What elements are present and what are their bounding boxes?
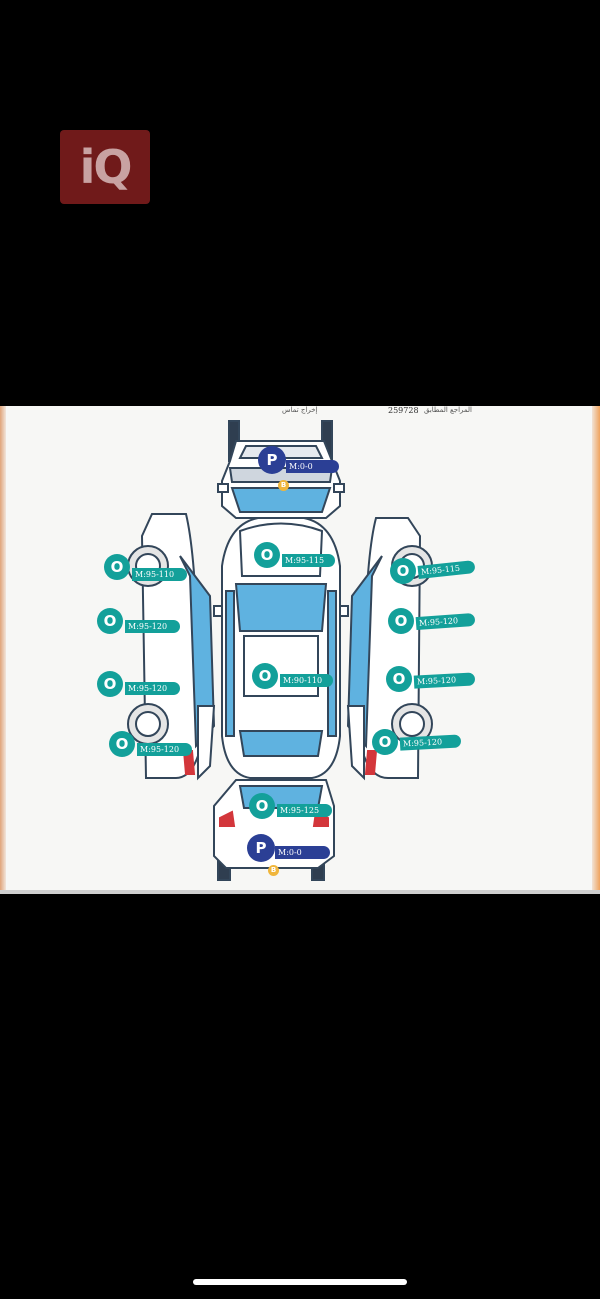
original-marker-left-fender-label: M:95-110: [132, 568, 187, 581]
paint-marker-front-label: M:0-0: [286, 460, 339, 473]
original-marker-left-quarter: O: [109, 731, 135, 757]
original-marker-left-front-door: O: [97, 608, 123, 634]
photo-edge-bottom: [0, 890, 600, 894]
car-left-side-view: [127, 513, 216, 781]
original-marker-left-rear-door: O: [97, 671, 123, 697]
original-marker-left-front-door-label: M:95-120: [125, 620, 180, 633]
home-indicator[interactable]: [193, 1279, 407, 1285]
photo-edge-right: [592, 406, 600, 894]
original-marker-left-quarter-label: M:95-120: [137, 743, 192, 756]
paint-marker-front: P: [258, 446, 286, 474]
original-marker-roof-label: M:90-110: [280, 674, 333, 687]
paint-marker-rear: P: [247, 834, 275, 862]
badge-front: B: [278, 480, 289, 491]
original-marker-left-rear-door-label: M:95-120: [125, 682, 180, 695]
sheet-number: 259728: [388, 406, 419, 415]
original-marker-trunk: O: [249, 793, 275, 819]
badge-rear: B: [268, 865, 279, 876]
original-marker-hood-label: M:95-115: [282, 554, 335, 567]
sheet-arabic-label-right: المراجع المطابق: [424, 406, 472, 414]
inspection-sheet-photo: 259728 إخراج تماس المراجع المطابق P M:0-…: [0, 406, 600, 894]
original-marker-left-fender: O: [104, 554, 130, 580]
original-marker-right-rear-door: O: [386, 666, 412, 692]
original-marker-right-quarter: O: [372, 729, 398, 755]
photo-edge-left: [0, 406, 6, 894]
original-marker-right-fender: O: [390, 558, 416, 584]
car-diagram: [127, 420, 433, 881]
original-marker-right-front-door: O: [388, 608, 414, 634]
paint-marker-rear-label: M:0-0: [275, 846, 330, 859]
sheet-arabic-label-left: إخراج تماس: [282, 406, 318, 414]
original-marker-roof: O: [252, 663, 278, 689]
original-marker-trunk-label: M:95-125: [277, 804, 332, 817]
car-top-view: [213, 517, 349, 779]
original-marker-hood: O: [254, 542, 280, 568]
iq-logo: iQ: [60, 130, 150, 204]
